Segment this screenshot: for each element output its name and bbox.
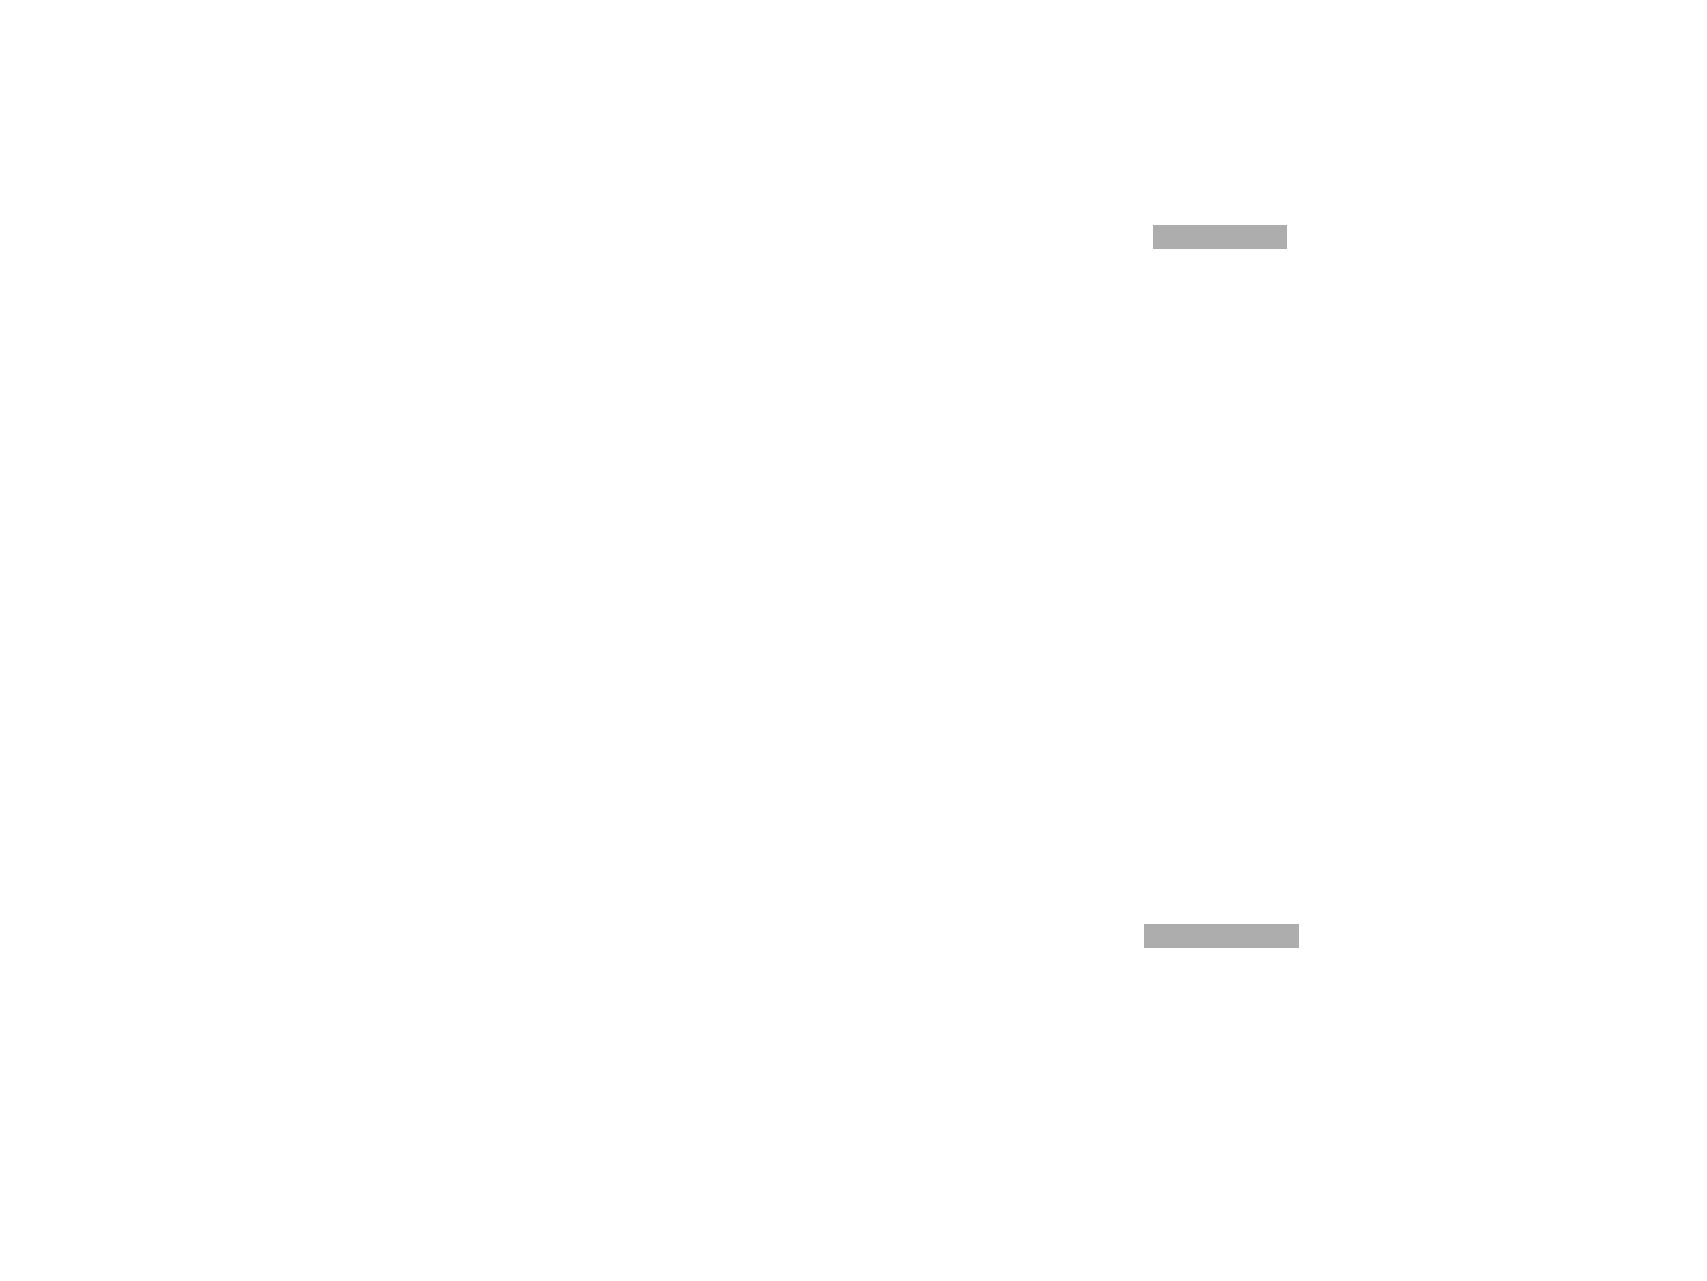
top-loading-placeholder: [1153, 225, 1287, 249]
bottom-loading-placeholder: [1144, 924, 1299, 948]
